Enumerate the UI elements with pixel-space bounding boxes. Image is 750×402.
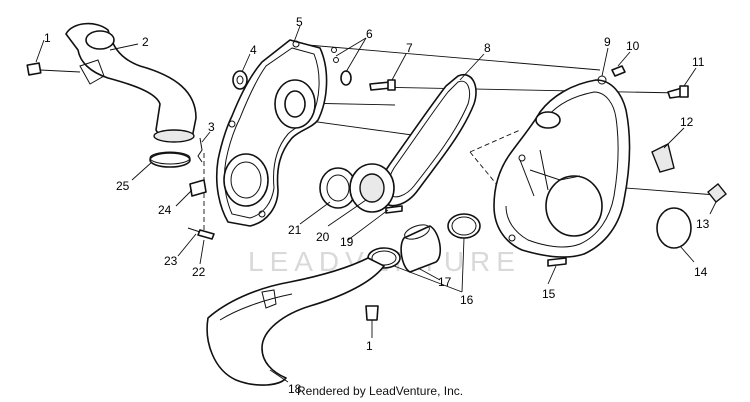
callout-5: 5 xyxy=(296,15,303,29)
callout-2: 2 xyxy=(142,35,149,49)
callout-16: 16 xyxy=(460,293,474,307)
part-22-23-screw xyxy=(187,227,215,240)
callout-11: 11 xyxy=(692,55,705,69)
render-credit: Rendered by LeadVenture, Inc. xyxy=(297,384,464,398)
part-2-intake-duct xyxy=(65,22,197,143)
callout-19: 19 xyxy=(340,235,354,249)
callout-25: 25 xyxy=(116,179,130,193)
callout-3: 3 xyxy=(208,120,215,134)
callout-20: 20 xyxy=(316,230,330,244)
part-7-bolt xyxy=(369,79,396,91)
part-25-hose-clamp xyxy=(149,151,191,168)
part-20-bearing-plate xyxy=(349,163,395,213)
part-12-decal xyxy=(651,142,675,173)
part-8-drive-belt xyxy=(378,73,477,207)
callout-18: 18 xyxy=(288,382,302,396)
part-14-round-decal xyxy=(656,207,692,249)
callout-8: 8 xyxy=(484,41,491,55)
part-10-clip xyxy=(611,65,626,77)
part-5-inner-cover xyxy=(215,39,328,227)
part-1-bolt-upper xyxy=(26,62,81,76)
callout-9: 9 xyxy=(604,35,611,49)
part-13-label xyxy=(707,183,727,203)
part-1-bolt-lower xyxy=(365,305,379,321)
callout-10: 10 xyxy=(626,39,640,53)
callout-4: 4 xyxy=(250,43,257,57)
callout-21: 21 xyxy=(288,223,302,237)
part-4-washer xyxy=(232,70,248,90)
callout-23: 23 xyxy=(164,254,178,268)
part-9-outer-cover xyxy=(493,75,631,258)
callout-17: 17 xyxy=(438,275,452,289)
part-11-bolt xyxy=(667,85,689,99)
part-24-bracket xyxy=(189,179,207,197)
callout-6: 6 xyxy=(366,27,373,41)
part-15-screw xyxy=(547,257,567,267)
callout-labels: 1 2 3 4 5 6 7 8 9 10 11 12 13 14 15 16 1… xyxy=(44,15,710,396)
callout-22: 22 xyxy=(192,265,206,279)
callout-14: 14 xyxy=(694,265,708,279)
part-17-coupler xyxy=(400,224,442,273)
callout-15: 15 xyxy=(542,287,556,301)
callout-12: 12 xyxy=(680,115,694,129)
callout-7: 7 xyxy=(406,41,413,55)
callout-13: 13 xyxy=(696,217,710,231)
callout-24: 24 xyxy=(158,203,172,217)
callout-1-lower: 1 xyxy=(366,339,373,353)
part-19-screw xyxy=(385,205,403,214)
part-3-fastener xyxy=(197,137,203,163)
part-6-bushings xyxy=(331,47,352,86)
part-18-lower-duct xyxy=(206,257,385,386)
callout-leaders xyxy=(35,25,717,383)
callout-1: 1 xyxy=(44,31,51,45)
